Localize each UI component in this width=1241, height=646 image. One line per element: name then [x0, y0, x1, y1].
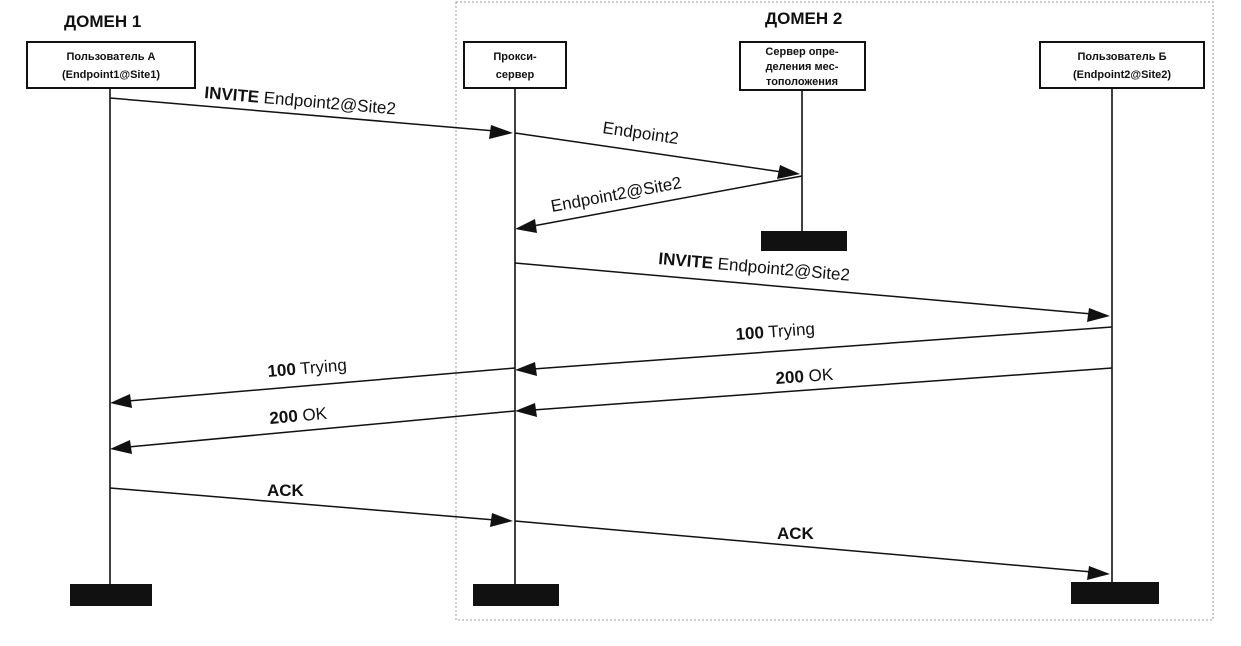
message-text: Trying [295, 355, 347, 378]
participant-user-b-line1: Пользователь Б [1078, 51, 1167, 63]
message-ok-b-to-proxy: 200 OK [515, 365, 1113, 417]
message-label: Endpoint2 [601, 118, 680, 148]
participant-user-b-line2: (Endpoint2@Site2) [1073, 69, 1171, 81]
domain2-frame [455, 1, 1214, 621]
message-text: Endpoint2@Site2 [712, 254, 850, 285]
message-text: OK [803, 365, 834, 386]
participant-user-b: Пользователь Б (Endpoint2@Site2) [1039, 41, 1205, 89]
message-text: Trying [763, 319, 815, 342]
message-label: ACK [777, 524, 815, 543]
participant-user-a: Пользователь А (Endpoint1@Site1) [26, 41, 196, 89]
participant-user-a-line1: Пользователь А [66, 51, 155, 63]
message-keyword: 100 [735, 323, 765, 344]
message-label: 200 OK [775, 365, 835, 388]
participant-proxy-line2: сервер [496, 69, 535, 81]
participant-proxy-line1: Прокси- [493, 51, 537, 63]
terminator-user-b [1071, 582, 1159, 604]
message-label: Endpoint2@Site2 [549, 173, 683, 216]
message-keyword: 200 [269, 406, 299, 428]
message-text: Endpoint2@Site2 [258, 88, 396, 119]
terminator-user-a [70, 584, 152, 606]
message-result-locator-to-proxy: Endpoint2@Site2 [515, 173, 803, 233]
participant-locator-line1: Сервер опре- [765, 46, 838, 58]
participant-locator: Сервер опре- деления мес- тоположения [739, 41, 866, 91]
message-label: INVITE Endpoint2@Site2 [204, 83, 397, 118]
participant-user-a-line2: (Endpoint1@Site1) [62, 69, 160, 81]
message-text: OK [297, 404, 329, 426]
message-text: Endpoint2 [601, 118, 680, 148]
terminator-locator [761, 231, 847, 251]
message-label: ACK [267, 481, 305, 500]
domain1-title: ДОМЕН 1 [64, 12, 141, 31]
message-ack-proxy-to-b: ACK [514, 520, 1110, 580]
message-invite-a-to-proxy: INVITE Endpoint2@Site2 [109, 83, 513, 139]
message-label: 200 OK [269, 404, 329, 428]
terminator-proxy [473, 584, 559, 606]
participant-locator-line2: деления мес- [766, 61, 839, 73]
message-ok-proxy-to-a: 200 OK [110, 404, 516, 454]
message-text: Endpoint2@Site2 [549, 173, 683, 216]
message-label: 100 Trying [267, 355, 348, 381]
message-label: 100 Trying [735, 319, 816, 344]
message-lookup-proxy-to-locator: Endpoint2 [514, 118, 800, 179]
participant-proxy: Прокси- сервер [463, 41, 567, 89]
message-trying-proxy-to-a: 100 Trying [110, 355, 516, 408]
message-label: INVITE Endpoint2@Site2 [658, 249, 851, 285]
message-ack-a-to-proxy: ACK [109, 481, 513, 527]
message-keyword: 200 [775, 367, 805, 388]
message-trying-b-to-proxy: 100 Trying [515, 319, 1113, 376]
message-keyword: ACK [777, 524, 815, 543]
participant-locator-line3: тоположения [766, 76, 838, 88]
message-keyword: INVITE [204, 83, 260, 107]
message-invite-proxy-to-b: INVITE Endpoint2@Site2 [514, 249, 1110, 322]
message-keyword: ACK [267, 481, 305, 500]
message-keyword: INVITE [658, 249, 714, 273]
message-keyword: 100 [267, 360, 297, 381]
domain2-title: ДОМЕН 2 [765, 9, 842, 28]
